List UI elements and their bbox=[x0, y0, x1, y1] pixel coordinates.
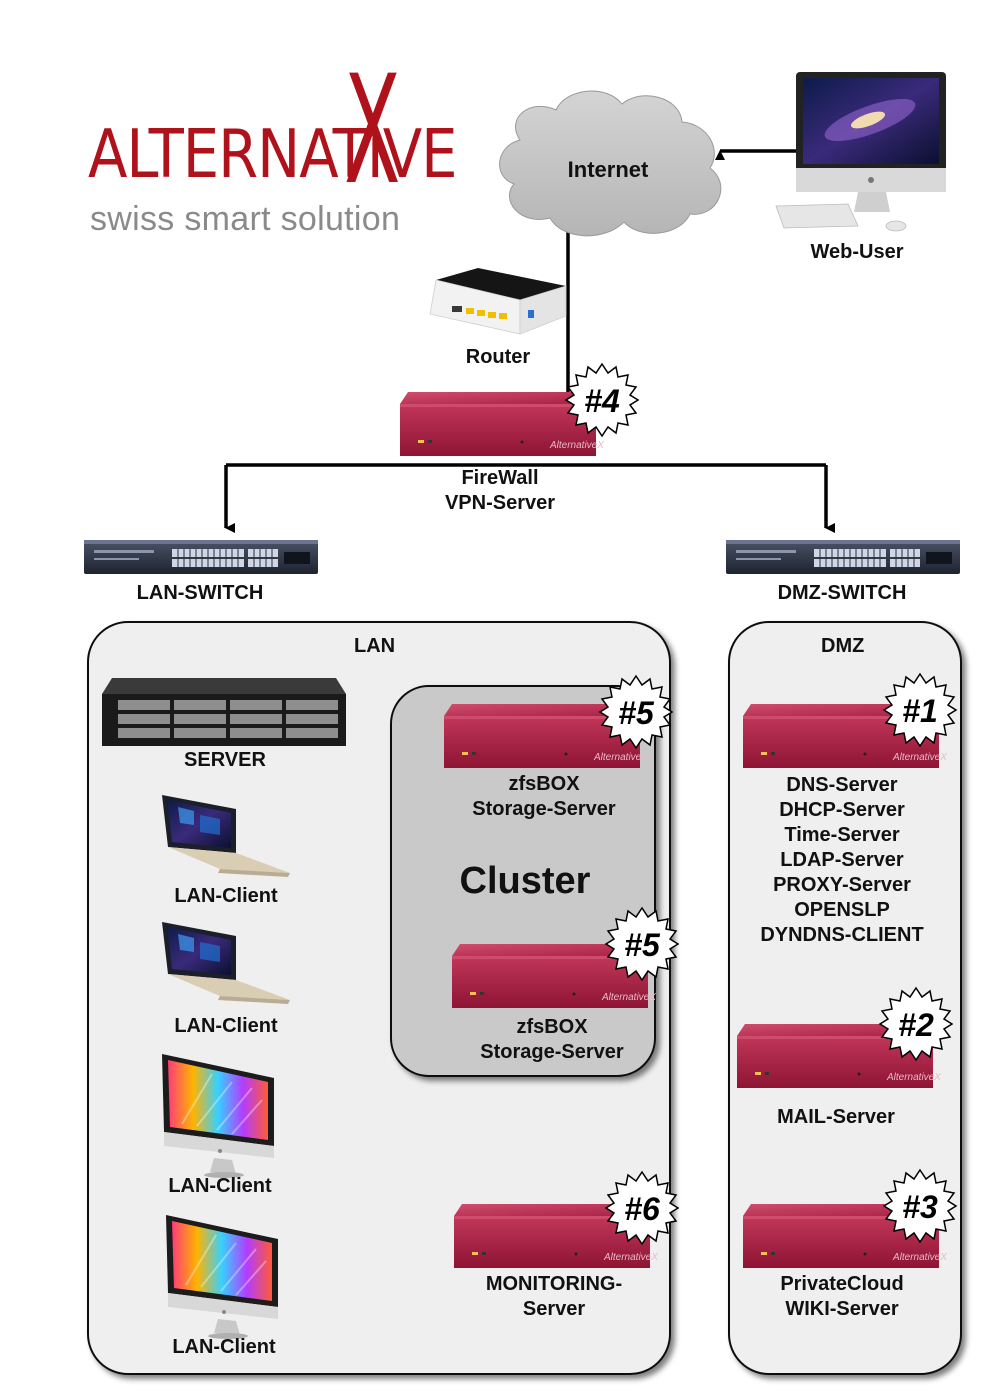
lan-switch-label: LAN-SWITCH bbox=[136, 582, 264, 604]
dmz-service-mail: MAIL-Server bbox=[777, 1106, 895, 1128]
zfsbox-2-label: zfsBOX Storage-Server bbox=[462, 1015, 642, 1065]
badge-monitoring: #6 bbox=[605, 1171, 679, 1245]
badge-dmz-3: #3 bbox=[883, 1169, 957, 1243]
svg-text:#3: #3 bbox=[902, 1189, 938, 1225]
zfsbox-1-label-line2: Storage-Server bbox=[472, 798, 616, 820]
internet-label: Internet bbox=[567, 157, 649, 182]
web-user-computer bbox=[775, 72, 946, 232]
logo-x-mark: X bbox=[344, 44, 401, 218]
dmz-server-1-label: DNS-Server DHCP-Server Time-Server LDAP-… bbox=[744, 773, 940, 948]
svg-text:#6: #6 bbox=[624, 1191, 660, 1227]
zfsbox-2-label-line2: Storage-Server bbox=[480, 1041, 624, 1063]
internet-cloud bbox=[499, 90, 722, 237]
badge-firewall: #4 bbox=[565, 363, 639, 437]
badge-zfsbox-2: #5 bbox=[605, 907, 679, 981]
svg-text:#5: #5 bbox=[624, 927, 661, 963]
svg-text:#4: #4 bbox=[584, 383, 620, 419]
connection-lines bbox=[224, 149, 835, 533]
monitoring-label-line1: MONITORING- bbox=[485, 1273, 623, 1295]
dmz-switch-device bbox=[725, 539, 961, 575]
dmz-server-3-label: PrivateCloud WIKI-Server bbox=[744, 1272, 940, 1322]
lan-client-label-1: LAN-Client bbox=[174, 885, 278, 907]
dmz-zone-title: DMZ bbox=[821, 635, 865, 657]
firewall-label-line2: VPN-Server bbox=[444, 492, 556, 514]
router-label: Router bbox=[465, 346, 531, 368]
rack-server bbox=[102, 678, 346, 746]
badge-dmz-2: #2 bbox=[879, 987, 953, 1061]
lan-switch-device bbox=[83, 539, 319, 575]
zfsbox-1-label-line1: zfsBOX bbox=[508, 773, 580, 795]
firewall-label: FireWall VPN-Server bbox=[420, 466, 580, 516]
logo-wordmark: ALTERNATIVE bbox=[88, 116, 457, 194]
dmz-service-wiki: WIKI-Server bbox=[785, 1298, 899, 1320]
dmz-service-time: Time-Server bbox=[784, 824, 900, 846]
dmz-service-dyndns: DYNDNS-CLIENT bbox=[760, 924, 924, 946]
firewall-label-line1: FireWall bbox=[461, 467, 539, 489]
lan-client-label-3: LAN-Client bbox=[168, 1175, 272, 1197]
lan-zone-title: LAN bbox=[354, 635, 396, 657]
monitoring-label-line2: Server bbox=[522, 1298, 586, 1320]
server-label: SERVER bbox=[184, 749, 266, 771]
web-user-label: Web-User bbox=[810, 241, 904, 263]
cluster-title: Cluster bbox=[459, 860, 591, 902]
svg-text:#5: #5 bbox=[618, 695, 655, 731]
lan-client-label-2: LAN-Client bbox=[174, 1015, 278, 1037]
dmz-service-openslp: OPENSLP bbox=[794, 899, 890, 921]
zfsbox-1-label: zfsBOX Storage-Server bbox=[454, 772, 634, 822]
badge-zfsbox-1: #5 bbox=[599, 675, 673, 749]
zfsbox-2-label-line1: zfsBOX bbox=[516, 1016, 588, 1038]
dmz-service-privatecloud: PrivateCloud bbox=[780, 1273, 904, 1295]
dmz-server-2-label: MAIL-Server bbox=[738, 1105, 934, 1130]
svg-text:#1: #1 bbox=[902, 693, 938, 729]
dmz-service-dns: DNS-Server bbox=[786, 774, 898, 796]
dmz-service-ldap: LDAP-Server bbox=[780, 849, 904, 871]
badge-dmz-1: #1 bbox=[883, 673, 957, 747]
logo-tagline: swiss smart solution bbox=[90, 200, 401, 238]
dmz-service-dhcp: DHCP-Server bbox=[779, 799, 905, 821]
monitoring-label: MONITORING- Server bbox=[464, 1272, 644, 1322]
dmz-switch-label: DMZ-SWITCH bbox=[777, 582, 907, 604]
dmz-service-proxy: PROXY-Server bbox=[773, 874, 911, 896]
lan-client-label-4: LAN-Client bbox=[172, 1336, 276, 1358]
router-device bbox=[429, 268, 567, 335]
svg-text:#2: #2 bbox=[898, 1007, 934, 1043]
